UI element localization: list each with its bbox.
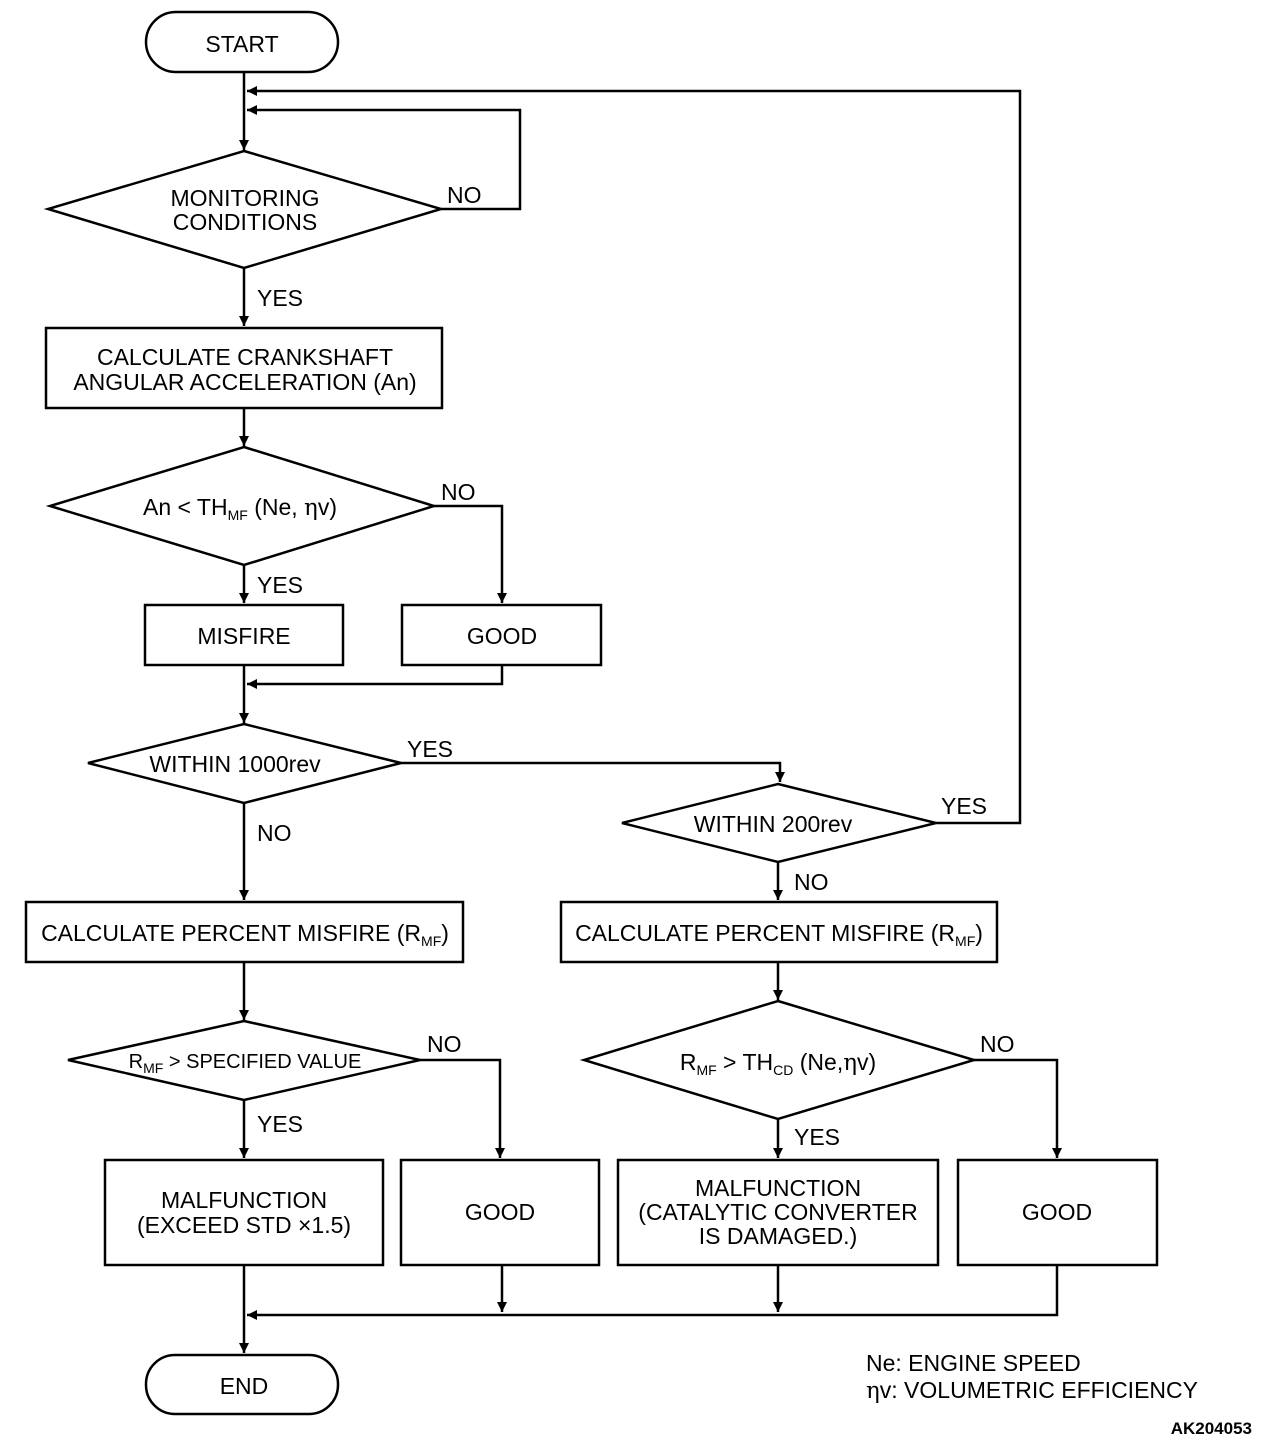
within-200rev-label: WITHIN 200rev	[694, 811, 853, 837]
no-label-within1000: NO	[257, 820, 292, 846]
start-label: START	[205, 31, 278, 57]
monitoring-label-line1: MONITORING	[170, 185, 319, 211]
calc-percent-label-left: CALCULATE PERCENT MISFIRE (RMF)	[41, 920, 449, 949]
malfunction-cat-line2: (CATALYTIC CONVERTER	[638, 1199, 917, 1225]
yes-label-an-check: YES	[257, 572, 303, 598]
arrow-monitoring-no-loop	[247, 105, 522, 211]
end-label: END	[220, 1373, 269, 1399]
start-terminal: START	[144, 10, 340, 74]
calc-angular-acceleration-box: CALCULATE CRANKSHAFT ANGULAR ACCELERATIO…	[44, 326, 444, 410]
arrow-within200-yes-loop	[247, 86, 1022, 825]
good-box-upper: GOOD	[400, 603, 603, 667]
arrow-good-merge	[247, 665, 504, 689]
connectors	[239, 72, 1062, 1353]
calc-percent-misfire-left-box: CALCULATE PERCENT MISFIRE (RMF)	[24, 900, 465, 964]
monitoring-conditions-decision: MONITORING CONDITIONS	[43, 149, 446, 270]
arrow-rmf-spec-no	[420, 1058, 505, 1158]
within-1000rev-label: WITHIN 1000rev	[149, 751, 321, 777]
calc-accel-label-line1: CALCULATE CRANKSHAFT	[97, 344, 393, 370]
malfunction-exceed-line2: (EXCEED STD ×1.5)	[137, 1212, 351, 1238]
yes-label-rmf-spec: YES	[257, 1111, 303, 1137]
malfunction-catalytic-box: MALFUNCTION (CATALYTIC CONVERTER IS DAMA…	[616, 1158, 940, 1267]
an-threshold-decision: An < THMF (Ne, ηv)	[45, 445, 439, 567]
rmf-thcd-decision: RMF > THCD (Ne,ηv)	[579, 999, 979, 1121]
good-box-lower-right: GOOD	[956, 1158, 1159, 1267]
calc-accel-label-line2: ANGULAR ACCELERATION (An)	[73, 369, 416, 395]
rmf-specified-label: RMF > SPECIFIED VALUE	[129, 1051, 362, 1076]
no-label-rmf-spec: NO	[427, 1031, 462, 1057]
good-label-lower-left: GOOD	[465, 1199, 535, 1225]
line-bottom-merge	[247, 1265, 1059, 1320]
no-label-rmf-thcd: NO	[980, 1031, 1015, 1057]
arrow-within1000-yes	[401, 761, 785, 782]
legend-ne: Ne: ENGINE SPEED	[866, 1350, 1081, 1376]
rmf-thcd-label: RMF > THCD (Ne,ηv)	[680, 1049, 876, 1078]
figure-code: AK204053	[1171, 1419, 1252, 1438]
within-1000rev-decision: WITHIN 1000rev	[87, 722, 402, 805]
misfire-label: MISFIRE	[197, 623, 290, 649]
arrow-rmf-thcd-no	[974, 1058, 1062, 1158]
good-box-lower-left: GOOD	[399, 1158, 601, 1267]
malfunction-cat-line3: IS DAMAGED.)	[699, 1223, 857, 1249]
yes-label-within200: YES	[941, 793, 987, 819]
legend: Ne: ENGINE SPEED ηv: VOLUMETRIC EFFICIEN…	[866, 1350, 1252, 1438]
good-label-lower-right: GOOD	[1022, 1199, 1092, 1225]
malfunction-cat-line1: MALFUNCTION	[695, 1175, 861, 1201]
within-200rev-decision: WITHIN 200rev	[621, 782, 937, 864]
good-label-upper: GOOD	[467, 623, 537, 649]
no-label-monitoring: NO	[447, 182, 482, 208]
malfunction-exceed-box: MALFUNCTION (EXCEED STD ×1.5)	[103, 1158, 385, 1267]
end-terminal: END	[144, 1353, 340, 1416]
yes-label-monitoring: YES	[257, 285, 303, 311]
legend-eta: ηv: VOLUMETRIC EFFICIENCY	[866, 1377, 1198, 1404]
rmf-specified-value-decision: RMF > SPECIFIED VALUE	[67, 1019, 421, 1102]
calc-percent-misfire-right-box: CALCULATE PERCENT MISFIRE (RMF)	[559, 900, 999, 964]
calc-percent-label-right: CALCULATE PERCENT MISFIRE (RMF)	[575, 920, 983, 949]
arrow-an-check-no	[434, 504, 507, 603]
no-label-within200: NO	[794, 869, 829, 895]
branch-labels: NO YES NO YES YES NO YES NO NO YES NO YE…	[257, 182, 1015, 1150]
yes-label-within1000: YES	[407, 736, 453, 762]
monitoring-label-line2: CONDITIONS	[173, 209, 317, 235]
an-threshold-label: An < THMF (Ne, ηv)	[143, 494, 337, 523]
malfunction-exceed-line1: MALFUNCTION	[161, 1187, 327, 1213]
yes-label-rmf-thcd: YES	[794, 1124, 840, 1150]
misfire-box: MISFIRE	[143, 603, 345, 667]
no-label-an-check: NO	[441, 479, 476, 505]
